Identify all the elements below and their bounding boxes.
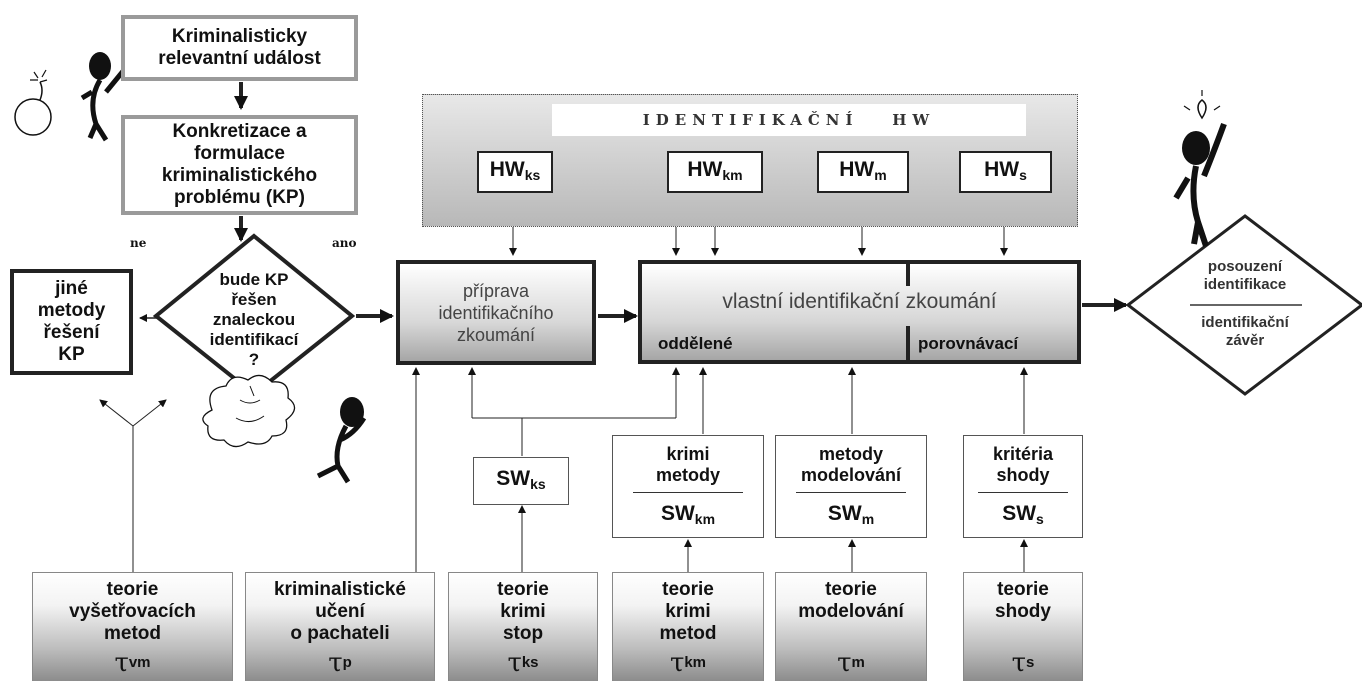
other-line1: jiné (55, 278, 88, 299)
hw-m-box: HWm (817, 151, 909, 193)
figure-pondering-icon (316, 397, 367, 484)
sw-ks-box: SWks (473, 457, 569, 505)
exam-title: vlastní identifikační zkoumání (722, 290, 997, 313)
decision-line2: řešen (231, 290, 277, 309)
hw-panel-title: IDENTIFIKAČNÍ HW (552, 104, 1026, 136)
other-line3: řešení (43, 322, 100, 343)
problem-line2: formulace (194, 143, 285, 164)
preparation-box: příprava identifikačního zkoumání (396, 260, 596, 365)
exam-left: oddělené (658, 334, 733, 353)
exam-right: porovnávací (918, 334, 1019, 353)
thought-cloud-icon (202, 374, 296, 448)
conclusion-top: posouzení identifikace (1203, 258, 1287, 293)
problem-box: Konkretizace a formulace kriminalistické… (121, 115, 358, 215)
prep-line3: zkoumání (456, 324, 536, 345)
label-no: ne (130, 236, 147, 250)
hw-ks-box: HWks (477, 151, 553, 193)
decision-line3: znaleckou (212, 310, 296, 329)
figure-thinking-icon (80, 52, 126, 142)
other-methods-box: jiné metody řešení KP (10, 269, 133, 375)
prep-line1: příprava (462, 280, 530, 301)
decision-line4: identifikací (209, 330, 299, 349)
problem-line1: Konkretizace a (172, 121, 307, 142)
hw-km-box: HWkm (667, 151, 763, 193)
other-line2: metody (37, 300, 106, 321)
problem-line3: kriminalistického (161, 165, 318, 186)
decision-text: bude KP řešen znaleckou identifikací ? (176, 270, 332, 370)
label-yes: ano (332, 236, 357, 250)
figure-idea-icon (1173, 90, 1227, 247)
event-line1: Kriminalisticky (171, 26, 308, 47)
problem-line4: problému (KP) (174, 187, 305, 208)
event-box: Kriminalisticky relevantní událost (121, 15, 358, 81)
other-line4: KP (58, 344, 85, 365)
hw-s-box: HWs (959, 151, 1052, 193)
prep-line2: identifikačního (438, 302, 554, 323)
decision-line5: ? (248, 350, 260, 369)
bomb-icon (14, 69, 52, 136)
conclusion-bottom: identifikační závěr (1201, 314, 1289, 349)
examination-box: vlastní identifikační zkoumání oddělené … (638, 260, 1081, 364)
exam-divider-bottom (906, 326, 910, 360)
exam-divider-top (906, 264, 910, 286)
decision-line1: bude KP (219, 270, 289, 289)
event-line2: relevantní událost (158, 48, 321, 69)
